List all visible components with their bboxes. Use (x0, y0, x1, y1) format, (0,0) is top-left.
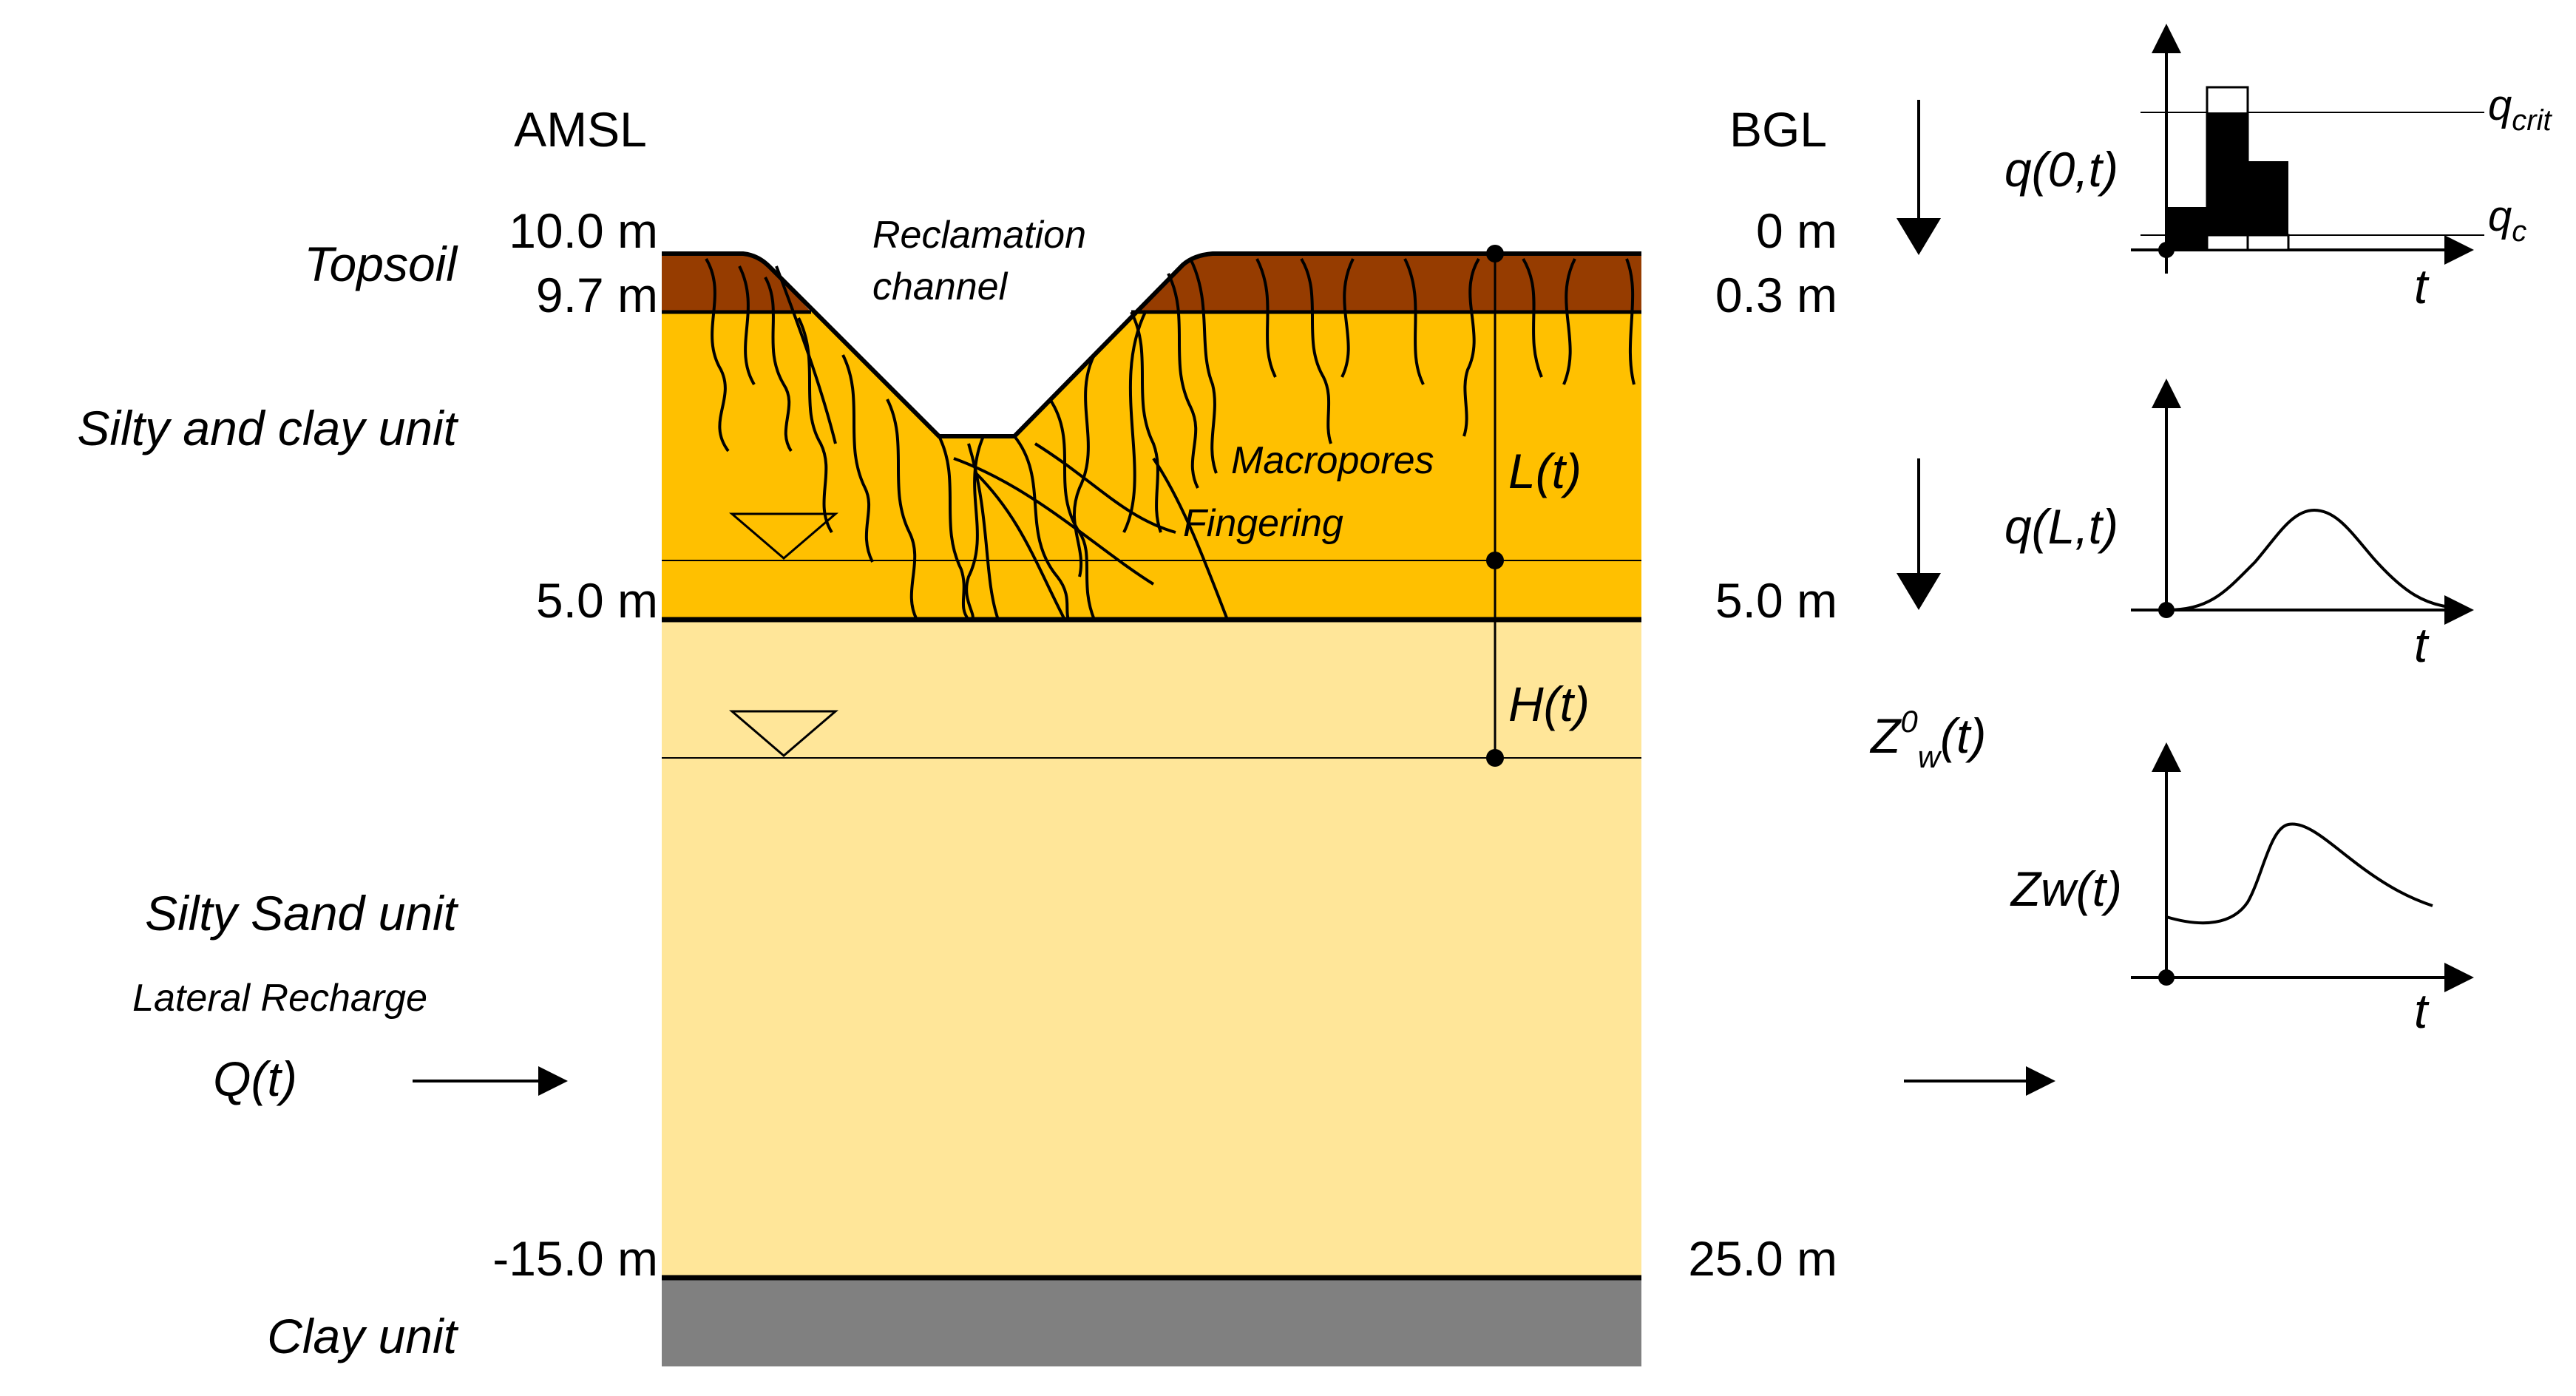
silty-sand-label: Silty Sand unit (145, 886, 459, 941)
plot1-origin (2158, 242, 2175, 258)
plot1-t-label: t (2414, 259, 2430, 314)
qcrit-label: qcrit (2488, 81, 2552, 137)
elevation-minus-15: -15.0 m (492, 1231, 658, 1286)
surface-flux-plot: qcrit qc t (2131, 24, 2552, 314)
plot2-curve (2166, 508, 2459, 611)
infiltration-arrowhead-top (1897, 218, 1941, 255)
depth-0-3: 0.3 m (1715, 268, 1837, 322)
depth-0: 0 m (1756, 203, 1837, 258)
wetting-front-point (1486, 552, 1504, 569)
perched-water-table-symbol (728, 512, 839, 560)
elevation-5: 5.0 m (536, 573, 658, 628)
bgl-header: BGL (1729, 102, 1827, 157)
water-table-height-label: H(t) (1508, 677, 1590, 731)
clay-unit-label: Clay unit (267, 1309, 458, 1363)
macropores-label: Macropores (1231, 439, 1434, 482)
reclamation-channel-cut (743, 0, 1213, 436)
depth-25: 25.0 m (1688, 1231, 1837, 1286)
plot3-origin (2158, 969, 2175, 986)
qc-label: qc (2488, 192, 2526, 248)
channel-label: channel (872, 265, 1009, 308)
elevation-10: 10.0 m (509, 203, 658, 258)
bottom-flux-label: q(L,t) (2004, 499, 2118, 554)
flux-bar-2-fill (2207, 112, 2248, 250)
topsoil-left (662, 254, 811, 312)
depth-5: 5.0 m (1715, 573, 1837, 628)
plot3-curve (2166, 822, 2433, 925)
wetting-front-depth-label: L(t) (1508, 444, 1582, 498)
groundwater-table-symbol (728, 710, 839, 757)
elevation-9-7: 9.7 m (536, 268, 658, 322)
surface-flux-label: q(0,t) (2004, 142, 2118, 197)
silty-clay-label: Silty and clay unit (77, 401, 458, 455)
lateral-inflow-label: Q(t) (213, 1051, 297, 1106)
plot3-t-label: t (2414, 983, 2430, 1038)
fingering-label: Fingering (1183, 502, 1343, 545)
lateral-recharge-label: Lateral Recharge (132, 977, 427, 1020)
reclamation-label: Reclamation (872, 214, 1086, 257)
initial-water-table-label: Z0w(t) (1869, 704, 1986, 774)
plot2-t-label: t (2414, 617, 2430, 672)
flux-bar-2-low (2206, 234, 2249, 251)
silty-sand-layer (662, 620, 1641, 1278)
water-table-plot: t (2131, 742, 2474, 1038)
channel-outline (662, 251, 1641, 438)
flux-bar-3-outline (2246, 234, 2290, 251)
topsoil-label: Topsoil (304, 237, 458, 291)
plot2-origin (2158, 602, 2175, 618)
surface-point (1486, 245, 1504, 262)
macropores (705, 257, 1636, 621)
water-table-point (1486, 749, 1504, 767)
clay-unit-layer (662, 1278, 1641, 1366)
water-table-depth-label: Zw(t) (2010, 861, 2122, 916)
bottom-flux-plot: t (2131, 379, 2474, 672)
infiltration-arrowhead-middle (1897, 573, 1941, 610)
amsl-header: AMSL (514, 102, 647, 157)
topsoil-right (1131, 254, 1641, 312)
flux-bar-1 (2166, 207, 2207, 250)
